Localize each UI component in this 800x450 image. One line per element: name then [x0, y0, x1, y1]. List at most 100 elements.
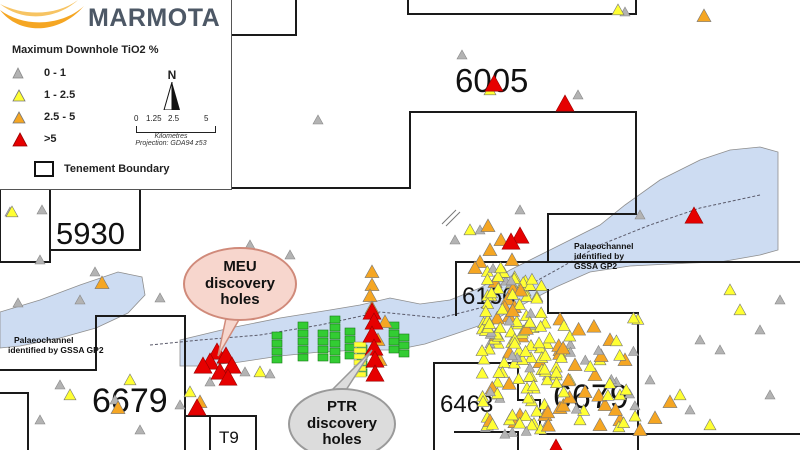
drillhole-tio2-0-1	[506, 350, 518, 361]
drillhole-tio2-2-5-5	[662, 394, 678, 408]
scale-ticks: 0 1.25 2.5 5	[134, 114, 216, 126]
tenement-t9-boundary	[210, 415, 257, 450]
discovery-hole-mark	[271, 347, 283, 356]
drillhole-tio2-1-2-5	[492, 365, 506, 378]
drillhole-tio2-0-1	[484, 386, 496, 397]
drillhole-tio2-gt-5	[555, 94, 575, 112]
drillhole-tio2-1-2-5	[554, 351, 568, 363]
drillhole-tio2-1-2-5	[479, 305, 493, 317]
drillhole-tio2-1-2-5	[523, 278, 537, 291]
drillhole-tio2-0-1	[505, 275, 517, 286]
drillhole-tio2-1-2-5	[491, 375, 505, 388]
tenement-label-5930: 5930	[56, 216, 125, 251]
scale-tick: 0	[134, 114, 139, 123]
drillhole-tio2-0-1	[774, 294, 786, 305]
drillhole-tio2-1-2-5	[513, 297, 527, 310]
drillhole-tio2-1-2-5	[497, 355, 511, 368]
drillhole-tio2-0-1	[36, 204, 48, 215]
legend-tenement-label: Tenement Boundary	[64, 163, 170, 175]
drillhole-tio2-2-5-5	[505, 303, 521, 317]
drillhole-tio2-0-1	[499, 428, 511, 439]
drillhole-tio2-1-2-5	[519, 409, 533, 421]
drillhole-tio2-1-2-5	[543, 331, 557, 344]
tenement-6679-west-boundary	[0, 392, 29, 450]
discovery-hole-mark	[398, 333, 410, 342]
drillhole-tio2-0-1	[264, 368, 276, 379]
tenement-t9-boundary	[185, 415, 211, 450]
drillhole-tio2-2-5-5	[362, 288, 378, 302]
drillhole-tio2-2-5-5	[482, 242, 498, 256]
ptr-hole-mark	[353, 341, 367, 348]
drillhole-tio2-0-1	[487, 262, 499, 273]
drillhole-tio2-0-1	[89, 266, 101, 277]
drillhole-tio2-0-1	[714, 344, 726, 355]
drillhole-tio2-2-5-5	[364, 264, 380, 278]
drillhole-tio2-1-2-5	[613, 348, 627, 361]
drillhole-tio2-0-1	[34, 414, 46, 425]
scale-unit: Kilometres	[154, 133, 188, 140]
drillhole-tio2-1-2-5	[530, 291, 544, 304]
discovery-hole-mark	[388, 345, 400, 354]
drillhole-tio2-2-5-5	[567, 357, 583, 371]
drillhole-tio2-1-2-5	[563, 329, 577, 342]
drillhole-tio2-1-2-5	[609, 334, 623, 347]
discovery-hole-mark	[344, 351, 356, 360]
map-legend: MARMOTA Maximum Downhole TiO2 % 0 - 1 1 …	[0, 0, 232, 190]
tenement-6463-boundary	[454, 431, 519, 450]
drillhole-tio2-1-2-5	[491, 282, 505, 294]
legend-class-3: >5	[12, 131, 57, 146]
palaeochannel-axis	[149, 194, 761, 346]
drillhole-tio2-1-2-5	[525, 418, 539, 431]
scale-tick: 2.5	[168, 114, 180, 123]
scale-bar-line	[136, 126, 216, 133]
drillhole-tio2-gt-5	[484, 74, 504, 92]
drillhole-tio2-1-2-5	[494, 261, 508, 274]
hatched-marker	[441, 209, 461, 227]
drillhole-tio2-1-2-5	[253, 365, 267, 378]
legend-triangle-grey-icon	[12, 67, 24, 79]
drillhole-tio2-gt-5	[549, 438, 563, 450]
legend-class-2: 2.5 - 5	[12, 110, 75, 124]
drillhole-tio2-1-2-5	[522, 370, 536, 382]
drillhole-tio2-2-5-5	[518, 321, 534, 335]
discovery-hole-mark	[329, 323, 341, 332]
meu-callout-line1: MEU	[223, 258, 257, 276]
drillhole-tio2-1-2-5	[5, 205, 19, 218]
palaeochannel-west	[0, 271, 146, 349]
legend-tenement-boundary: Tenement Boundary	[34, 161, 170, 177]
drillhole-tio2-gt-5	[187, 398, 207, 416]
drillhole-tio2-0-1	[12, 297, 24, 308]
drillhole-tio2-0-1	[754, 324, 766, 335]
drillhole-tio2-0-1	[34, 254, 46, 265]
scale-tick: 1.25	[146, 114, 162, 123]
discovery-hole-mark	[297, 345, 309, 354]
drillhole-tio2-1-2-5	[505, 408, 519, 421]
logo-swoosh-icon	[0, 0, 84, 29]
drillhole-tio2-gt-5	[193, 356, 213, 374]
drillhole-tio2-1-2-5	[534, 279, 548, 291]
drillhole-tio2-0-1	[506, 426, 518, 437]
drillhole-tio2-0-1	[520, 425, 532, 436]
drillhole-tio2-1-2-5	[557, 385, 571, 398]
discovery-hole-mark	[297, 329, 309, 338]
drillhole-tio2-0-1	[593, 344, 605, 355]
drillhole-tio2-0-1	[54, 379, 66, 390]
logo-brand-text: MARMOTA	[88, 4, 221, 32]
legend-triangle-red-icon	[12, 131, 28, 146]
drillhole-tio2-0-1	[514, 204, 526, 215]
discovery-hole-mark	[329, 347, 341, 356]
drillhole-tio2-0-1	[312, 114, 324, 125]
ptr-callout-line3: holes	[322, 431, 362, 449]
drillhole-tio2-1-2-5	[538, 348, 552, 361]
drillhole-tio2-2-5-5	[377, 314, 393, 328]
drillhole-tio2-0-1	[694, 334, 706, 345]
north-arrow: N	[160, 68, 184, 115]
drillhole-tio2-0-1	[239, 366, 251, 377]
palaeochannel-label-east-line3: GSSA GP2	[574, 260, 618, 271]
discovery-hole-mark	[329, 315, 341, 324]
palaeochannel-label-west: Palaeochannel identified by GSSA GP2	[8, 335, 104, 356]
discovery-hole-mark	[329, 331, 341, 340]
drillhole-tio2-1-2-5	[557, 319, 571, 331]
